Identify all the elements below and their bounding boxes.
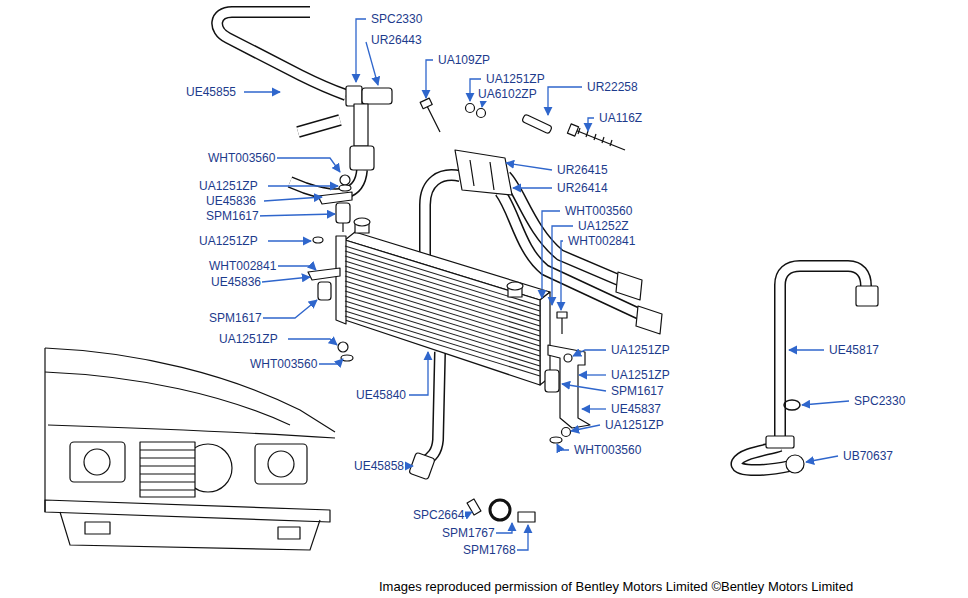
- part-number: WHT002841: [208, 259, 277, 273]
- car-front: [45, 348, 335, 550]
- part-number: WHT003560: [564, 204, 633, 218]
- part-number: UE45855: [185, 85, 237, 99]
- part-number: WHT003560: [249, 357, 318, 371]
- oil-cooler: [336, 218, 550, 385]
- part-number: UA1251ZP: [218, 332, 279, 346]
- part-number: UA1251ZP: [610, 368, 671, 382]
- part-number: SPC2330: [370, 12, 423, 26]
- part-number: UA116Z: [598, 111, 643, 125]
- part-number: SPC2664: [412, 508, 465, 522]
- part-number: SPM1617: [610, 384, 665, 398]
- part-number: WHT002841: [567, 234, 636, 248]
- part-number: UA1251ZP: [198, 234, 259, 248]
- part-number: SPM1768: [462, 543, 517, 557]
- credit-note: Images reproduced permission of Bentley …: [378, 580, 854, 594]
- part-number: UA1251ZP: [610, 343, 671, 357]
- part-number: UE45837: [610, 402, 662, 416]
- part-number: UE45836: [210, 275, 262, 289]
- hose: [217, 12, 866, 470]
- part-number: UA1251ZP: [604, 418, 665, 432]
- part-number: UA1251ZP: [485, 72, 546, 86]
- part-number: SPM1617: [205, 209, 260, 223]
- t-fitting: [346, 86, 392, 170]
- part-number: SPM1617: [208, 311, 263, 325]
- part-number: UA1251ZP: [198, 179, 259, 193]
- part-number: UA109ZP: [437, 53, 491, 67]
- part-number: SPC2330: [853, 394, 906, 408]
- part-number: UR22258: [586, 80, 639, 94]
- fixings: [308, 98, 878, 522]
- part-number: SPM1767: [441, 526, 496, 540]
- part-number: WHT003560: [207, 151, 276, 165]
- part-number: UB70637: [842, 449, 894, 463]
- part-number: UE45840: [355, 388, 407, 402]
- part-number: UA1252Z: [577, 219, 630, 233]
- part-number: UR26443: [370, 33, 423, 47]
- leader-line: [244, 19, 849, 550]
- part-number: UE45817: [828, 343, 880, 357]
- part-number: UR26415: [556, 163, 609, 177]
- part-number: UA6102ZP: [477, 87, 538, 101]
- part-number: UR26414: [556, 181, 609, 195]
- part-number: UE45836: [205, 194, 257, 208]
- part-number: UE45858: [353, 459, 405, 473]
- part-number: WHT003560: [573, 443, 642, 457]
